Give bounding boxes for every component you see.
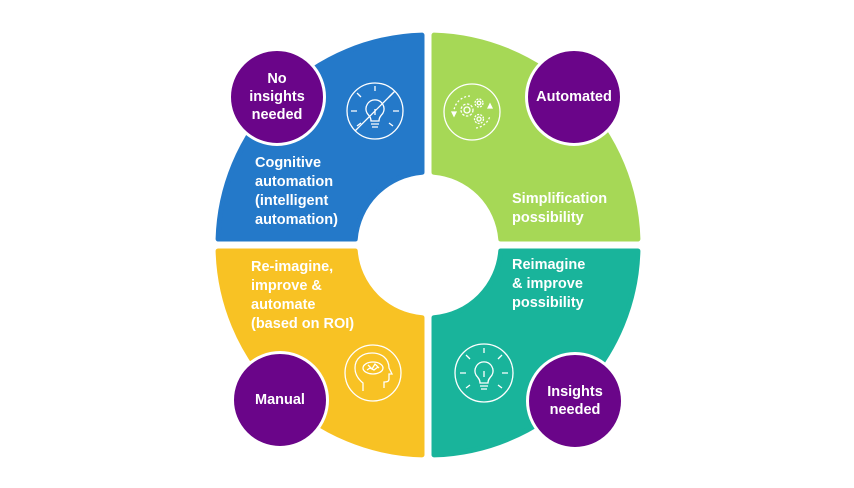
- badge-insights-needed: Insights needed: [526, 352, 624, 450]
- quadrant-text-reimagine-improve: Reimagine & improve possibility: [512, 256, 585, 313]
- text-line: Reimagine: [512, 257, 586, 273]
- badge-no-insights-needed: No insights needed: [228, 48, 326, 146]
- badge-line: Automated: [536, 89, 612, 105]
- badge-line: Manual: [255, 392, 305, 408]
- text-line: possibility: [512, 210, 584, 226]
- text-line: Re-imagine,: [251, 259, 334, 275]
- badge-line: needed: [549, 402, 601, 418]
- gears-cycle-icon: [443, 83, 501, 141]
- quadrant-reimagine-improve: [431, 248, 641, 458]
- text-line: possibility: [512, 295, 584, 311]
- lightbulb-icon: [454, 343, 514, 403]
- text-line: automation: [255, 174, 334, 190]
- badge-automated: Automated: [525, 48, 623, 146]
- badge-line: No: [267, 71, 287, 87]
- badge-line: Insights: [547, 384, 603, 400]
- text-line: automate: [251, 297, 316, 313]
- quadrant-cognitive-automation: [215, 32, 425, 242]
- text-line: (intelligent: [255, 193, 329, 209]
- quadrant-simplification: [431, 32, 641, 242]
- text-line: Simplification: [512, 191, 608, 207]
- quadrant-text-reimagine-automate: Re-imagine, improve & automate (based on…: [251, 258, 354, 334]
- lightbulb-crossed-icon: [346, 82, 404, 140]
- quadrant-text-cognitive-automation: Cognitive automation (intelligent automa…: [255, 154, 338, 230]
- text-line: Cognitive: [255, 155, 322, 171]
- badge-manual: Manual: [231, 351, 329, 449]
- text-line: automation): [255, 212, 338, 228]
- badge-line: insights: [249, 89, 305, 105]
- text-line: (based on ROI): [251, 316, 355, 332]
- badge-line: needed: [251, 107, 303, 123]
- text-line: & improve: [512, 276, 583, 292]
- text-line: improve &: [251, 278, 322, 294]
- quadrant-reimagine-automate: [215, 248, 425, 458]
- head-brain-icon: [344, 344, 402, 402]
- quadrant-text-simplification: Simplification possibility: [512, 190, 607, 228]
